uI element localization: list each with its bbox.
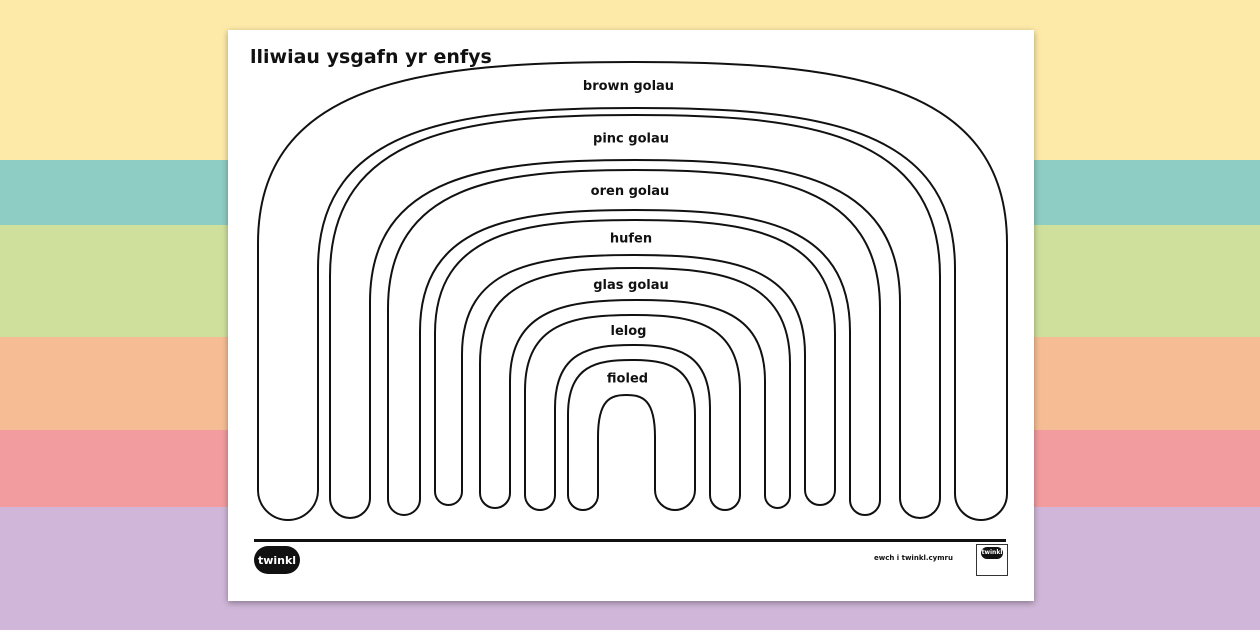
rainbow-band-6	[524, 313, 741, 511]
worksheet-title: lliwiau ysgafn yr enfys	[250, 46, 492, 68]
footer-site-text: ewch i twinkl.cymru	[874, 554, 953, 562]
band-label: oren golau	[591, 184, 670, 199]
badge-text: twinkl	[981, 547, 1003, 559]
band-label: hufen	[610, 232, 652, 247]
band-label: pinc golau	[593, 132, 669, 147]
rainbow-outline: brown golau pinc golau oren golau hufen glas…	[257, 60, 1008, 521]
rainbow-band-2	[329, 113, 941, 519]
rainbow-band-3	[387, 168, 881, 516]
rainbow-band-4	[434, 218, 836, 506]
band-label: brown golau	[583, 79, 674, 94]
band-label: glas golau	[593, 278, 669, 293]
worksheet-page: lliwiau ysgafn yr enfys brown golau pinc …	[228, 30, 1034, 601]
band-label: fioled	[607, 372, 648, 387]
rainbow-band-7	[567, 358, 696, 511]
band-label: lelog	[611, 324, 647, 339]
rainbow-band-1	[257, 60, 1008, 521]
rainbow-band-5	[479, 266, 791, 509]
twinkl-logo: twinkl	[254, 546, 300, 574]
footer-divider	[254, 539, 1006, 542]
twinkl-badge: twinkl	[976, 544, 1008, 576]
